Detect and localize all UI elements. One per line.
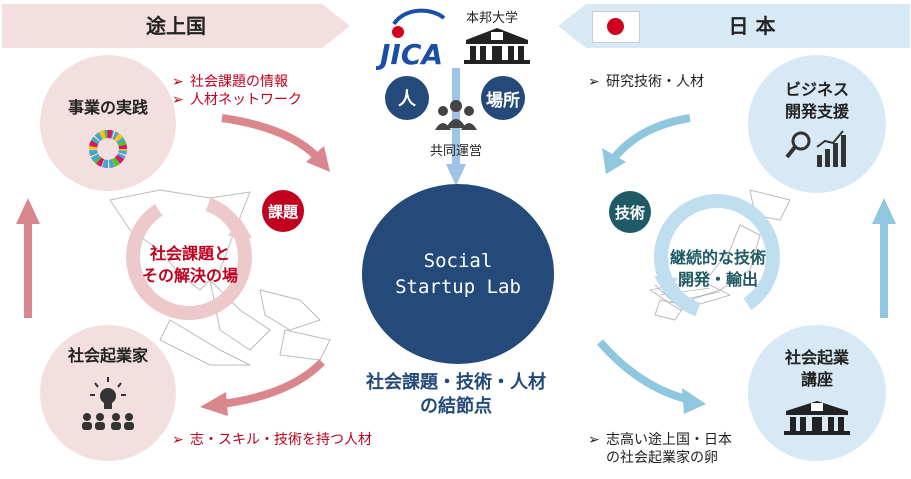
entrepreneur-circle: 社会起業家 xyxy=(40,325,176,461)
left-header-banner: 途上国 xyxy=(2,4,350,48)
business-support-title-1: ビジネス xyxy=(784,80,849,99)
left-cycle-text-1: 社会課題と xyxy=(149,244,230,263)
place-badge-text: 場所 xyxy=(486,90,520,111)
left-bullet-network-text: 人材ネットワーク xyxy=(190,92,302,108)
right-bullet-entrepreneurs-text-2: の社会起業家の卵 xyxy=(606,450,718,466)
japan-flag-icon xyxy=(592,11,640,43)
sdgs-wheel-icon xyxy=(88,129,128,169)
course-title-2: 講座 xyxy=(800,370,833,389)
social-startup-lab-circle: Social Startup Lab xyxy=(362,184,554,364)
jica-logo: JICA xyxy=(375,8,452,71)
right-header-text: 日 本 xyxy=(728,14,776,38)
right-bullet-entrepreneurs-text-1: 志高い途上国・日本 xyxy=(606,432,732,448)
left-bullet-info-text: 社会課題の情報 xyxy=(190,74,288,90)
issue-badge: 課題 xyxy=(262,190,304,232)
person-badge: 人 xyxy=(385,76,429,120)
place-badge: 場所 xyxy=(481,76,525,120)
entrepreneur-title: 社会起業家 xyxy=(67,346,148,365)
course-circle: 社会起業 講座 xyxy=(748,325,886,461)
left-bullet-info: ➢ 社会課題の情報 xyxy=(172,72,288,92)
business-support-circle: ビジネス 開発支援 xyxy=(748,55,886,193)
right-bullet-research-text: 研究技術・人材 xyxy=(606,74,704,90)
issue-badge-text: 課題 xyxy=(267,202,298,221)
left-cycle-text-2: その解決の場 xyxy=(141,266,238,285)
joint-operation-label: 共同運営 xyxy=(429,144,482,159)
practice-circle: 事業の実践 xyxy=(40,55,176,191)
practice-title: 事業の実践 xyxy=(67,98,148,117)
svg-text:JICA: JICA xyxy=(376,38,443,70)
right-cycle-text-1: 継続的な技術 xyxy=(669,248,766,267)
bullet-arrow-icon: ➢ xyxy=(172,92,184,108)
left-cycle-ring xyxy=(126,194,252,320)
right-cycle-text-2: 開発・輸出 xyxy=(677,270,758,289)
tech-badge: 技術 xyxy=(609,191,651,233)
right-bullet-entrepreneurs-2: の社会起業家の卵 xyxy=(606,448,718,468)
idea-audience-icon xyxy=(78,375,138,433)
center-caption-2: の結節点 xyxy=(420,396,492,417)
left-bullet-talent-text: 志・スキル・技術を持つ人材 xyxy=(190,432,372,448)
bullet-arrow-icon: ➢ xyxy=(172,74,184,90)
left-header-text: 途上国 xyxy=(146,14,206,38)
analysis-chart-icon xyxy=(785,129,849,169)
left-bullet-network: ➢ 人材ネットワーク xyxy=(172,90,302,110)
center-title-2: Startup Lab xyxy=(395,276,521,298)
bullet-arrow-icon: ➢ xyxy=(172,432,184,448)
tech-badge-text: 技術 xyxy=(614,203,645,222)
down-arrow xyxy=(446,68,466,186)
person-badge-text: 人 xyxy=(398,89,416,110)
course-title-1: 社会起業 xyxy=(784,348,849,367)
right-bullet-entrepreneurs-1: ➢ 志高い途上国・日本 xyxy=(588,430,732,450)
business-support-title-2: 開発支援 xyxy=(784,102,849,121)
bullet-arrow-icon: ➢ xyxy=(588,74,600,90)
right-bullet-research: ➢ 研究技術・人材 xyxy=(588,72,704,92)
center-caption-1: 社会課題・技術・人材 xyxy=(366,372,546,393)
people-group-icon xyxy=(434,98,478,134)
bullet-arrow-icon: ➢ xyxy=(588,432,600,448)
right-cycle-ring xyxy=(654,194,780,320)
southeast-asia-map xyxy=(109,189,331,366)
center-title-1: Social xyxy=(423,250,493,272)
course-building-icon xyxy=(782,399,852,437)
university-label: 本邦大学 xyxy=(466,11,519,26)
university-building-icon xyxy=(462,26,532,66)
left-bullet-talent: ➢ 志・スキル・技術を持つ人材 xyxy=(172,430,372,450)
